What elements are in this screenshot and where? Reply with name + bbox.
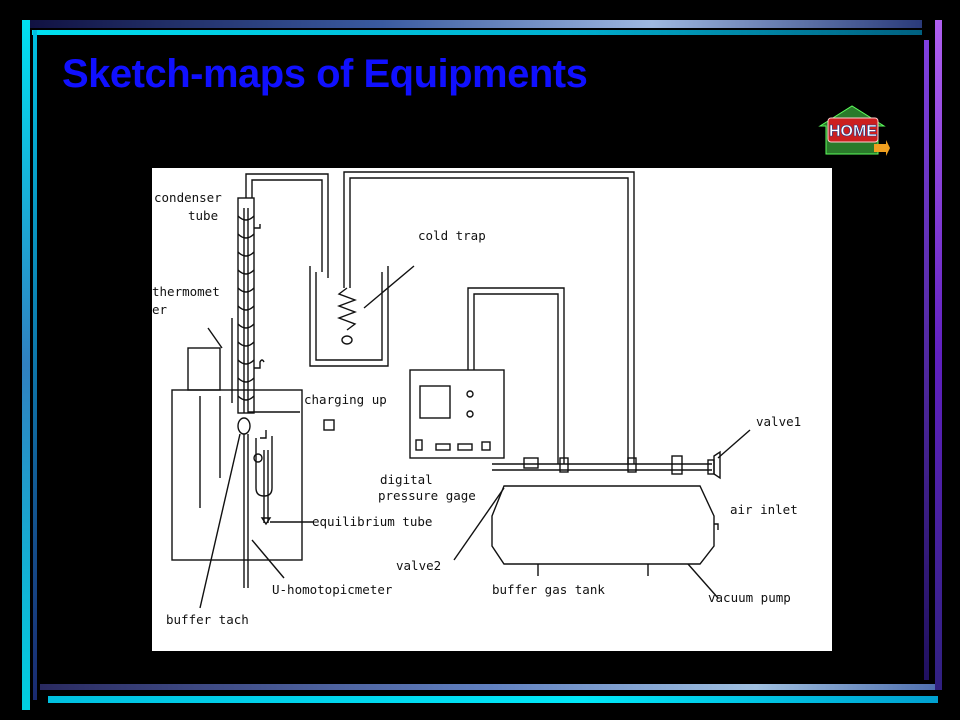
label-buffer-tach: buffer tach (166, 612, 249, 627)
frame-top-bar (22, 20, 922, 28)
frame-right-bar-inner (924, 40, 929, 680)
label-vacuum-pump: vacuum pump (708, 590, 791, 605)
frame-left-bar-inner (33, 30, 37, 700)
cold-trap-vessel (309, 265, 415, 367)
label-air-inlet: air inlet (730, 502, 798, 517)
label-valve1: valve1 (756, 414, 801, 429)
home-button[interactable]: HOME (814, 104, 890, 160)
equilibrium-apparatus (237, 411, 335, 588)
frame-left-bar (22, 20, 30, 710)
frame-right-bar (935, 20, 942, 690)
leader-buffer-tach (199, 433, 241, 609)
label-digital-2: pressure gage (378, 488, 476, 503)
slide-title: Sketch-maps of Equipments (62, 52, 588, 96)
label-thermometer-1: thermomet (152, 284, 220, 299)
leader-valve1 (717, 429, 751, 459)
home-label: HOME (829, 123, 877, 140)
label-equilibrium-tube: equilibrium tube (312, 514, 432, 529)
frame-top-bar-cyan (32, 30, 922, 35)
leader-valve2 (453, 487, 505, 561)
label-thermometer-2: er (152, 302, 168, 317)
label-condenser-2: tube (188, 208, 218, 223)
home-icon: HOME (818, 105, 890, 156)
label-cold-trap: cold trap (418, 228, 486, 243)
water-bath (171, 327, 303, 561)
buffer-gas-tank (491, 450, 721, 576)
pipe-gauge-to-tank (467, 287, 565, 464)
leader-vacuum (687, 563, 719, 599)
pipe-trap-to-tank (343, 171, 635, 464)
label-valve2: valve2 (396, 558, 441, 573)
pressure-gauge (409, 369, 505, 459)
equipment-diagram: condenser tube cold trap thermomet er ch… (152, 168, 832, 651)
label-condenser-1: condenser (154, 190, 222, 205)
frame-bottom-bar-cyan (48, 696, 938, 703)
label-buffer-gas-tank: buffer gas tank (492, 582, 605, 597)
leader-u-tube (251, 539, 285, 579)
condenser-tube (237, 197, 265, 414)
pipe-condenser-to-trap (245, 173, 329, 278)
label-u-homotopicmeter: U-homotopicmeter (272, 582, 393, 597)
frame-bottom-bar (40, 684, 935, 690)
label-digital-1: digital (380, 472, 433, 487)
label-charging-up: charging up (304, 392, 387, 407)
